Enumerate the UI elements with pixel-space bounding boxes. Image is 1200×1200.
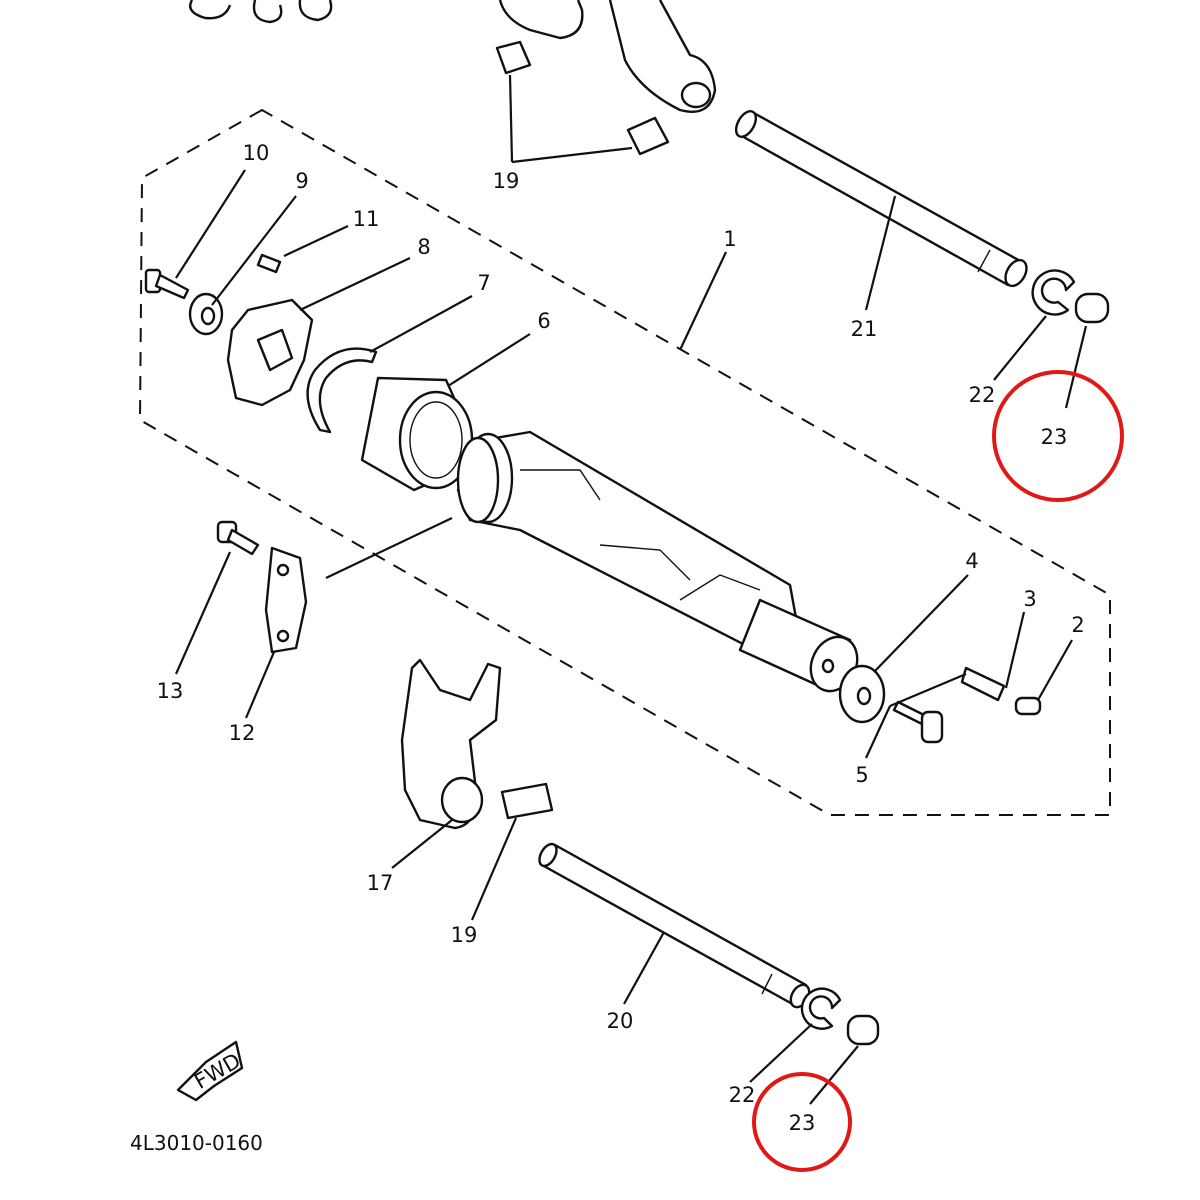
callout-10: 10: [243, 141, 270, 165]
callout-22-lower: 22: [729, 1083, 756, 1107]
callout-1: 1: [723, 227, 736, 251]
shift-drum-1: [456, 430, 859, 693]
highlight-circle-upper: [992, 370, 1124, 502]
leader-lines: [174, 74, 1088, 1105]
segment-8: [226, 298, 314, 407]
bearing-6: [360, 376, 484, 492]
callout-5: 5: [855, 763, 868, 787]
cap-23-lower: [846, 1014, 880, 1046]
plate-12: [264, 546, 308, 654]
roller-19-lower: [500, 782, 554, 820]
callout-13: 13: [157, 679, 184, 703]
shift-fork-shaft-21: [734, 110, 1028, 288]
screw-5: [892, 700, 944, 744]
highlight-circle-lower: [752, 1072, 852, 1172]
drawing-code: 4L3010-0160: [130, 1131, 263, 1155]
callout-7: 7: [477, 271, 490, 295]
circlip-7: [306, 347, 378, 434]
washer-4: [838, 664, 886, 724]
callout-23-upper: 23: [1041, 425, 1068, 449]
assembly-boundary: [138, 108, 1111, 816]
callout-8: 8: [417, 235, 430, 259]
shift-fork-17: [400, 658, 502, 830]
screw-10: [144, 268, 190, 300]
callout-23-lower: 23: [789, 1111, 816, 1135]
callout-2: 2: [1071, 613, 1084, 637]
cap-23-upper: [1074, 292, 1110, 324]
circlip-22-upper: [1031, 269, 1076, 316]
callout-20: 20: [607, 1009, 634, 1033]
callout-12: 12: [229, 721, 256, 745]
top-fork-parts: [188, 0, 717, 156]
callout-11: 11: [353, 207, 380, 231]
fwd-arrow-icon: FWD: [176, 1040, 245, 1102]
pin-11: [256, 253, 282, 274]
callout-17: 17: [367, 871, 394, 895]
callout-4: 4: [965, 549, 978, 573]
callout-6: 6: [537, 309, 550, 333]
callout-22-upper: 22: [969, 383, 996, 407]
callout-19-lower: 19: [451, 923, 478, 947]
circlip-22-lower: [800, 987, 842, 1030]
callout-19-top: 19: [493, 169, 520, 193]
spring-3: [960, 666, 1006, 702]
screw-13: [216, 520, 260, 556]
shift-fork-shaft-20: [538, 842, 811, 1009]
pin-2: [1014, 696, 1042, 716]
callout-21: 21: [851, 317, 878, 341]
callout-9: 9: [295, 169, 308, 193]
callout-3: 3: [1023, 587, 1036, 611]
